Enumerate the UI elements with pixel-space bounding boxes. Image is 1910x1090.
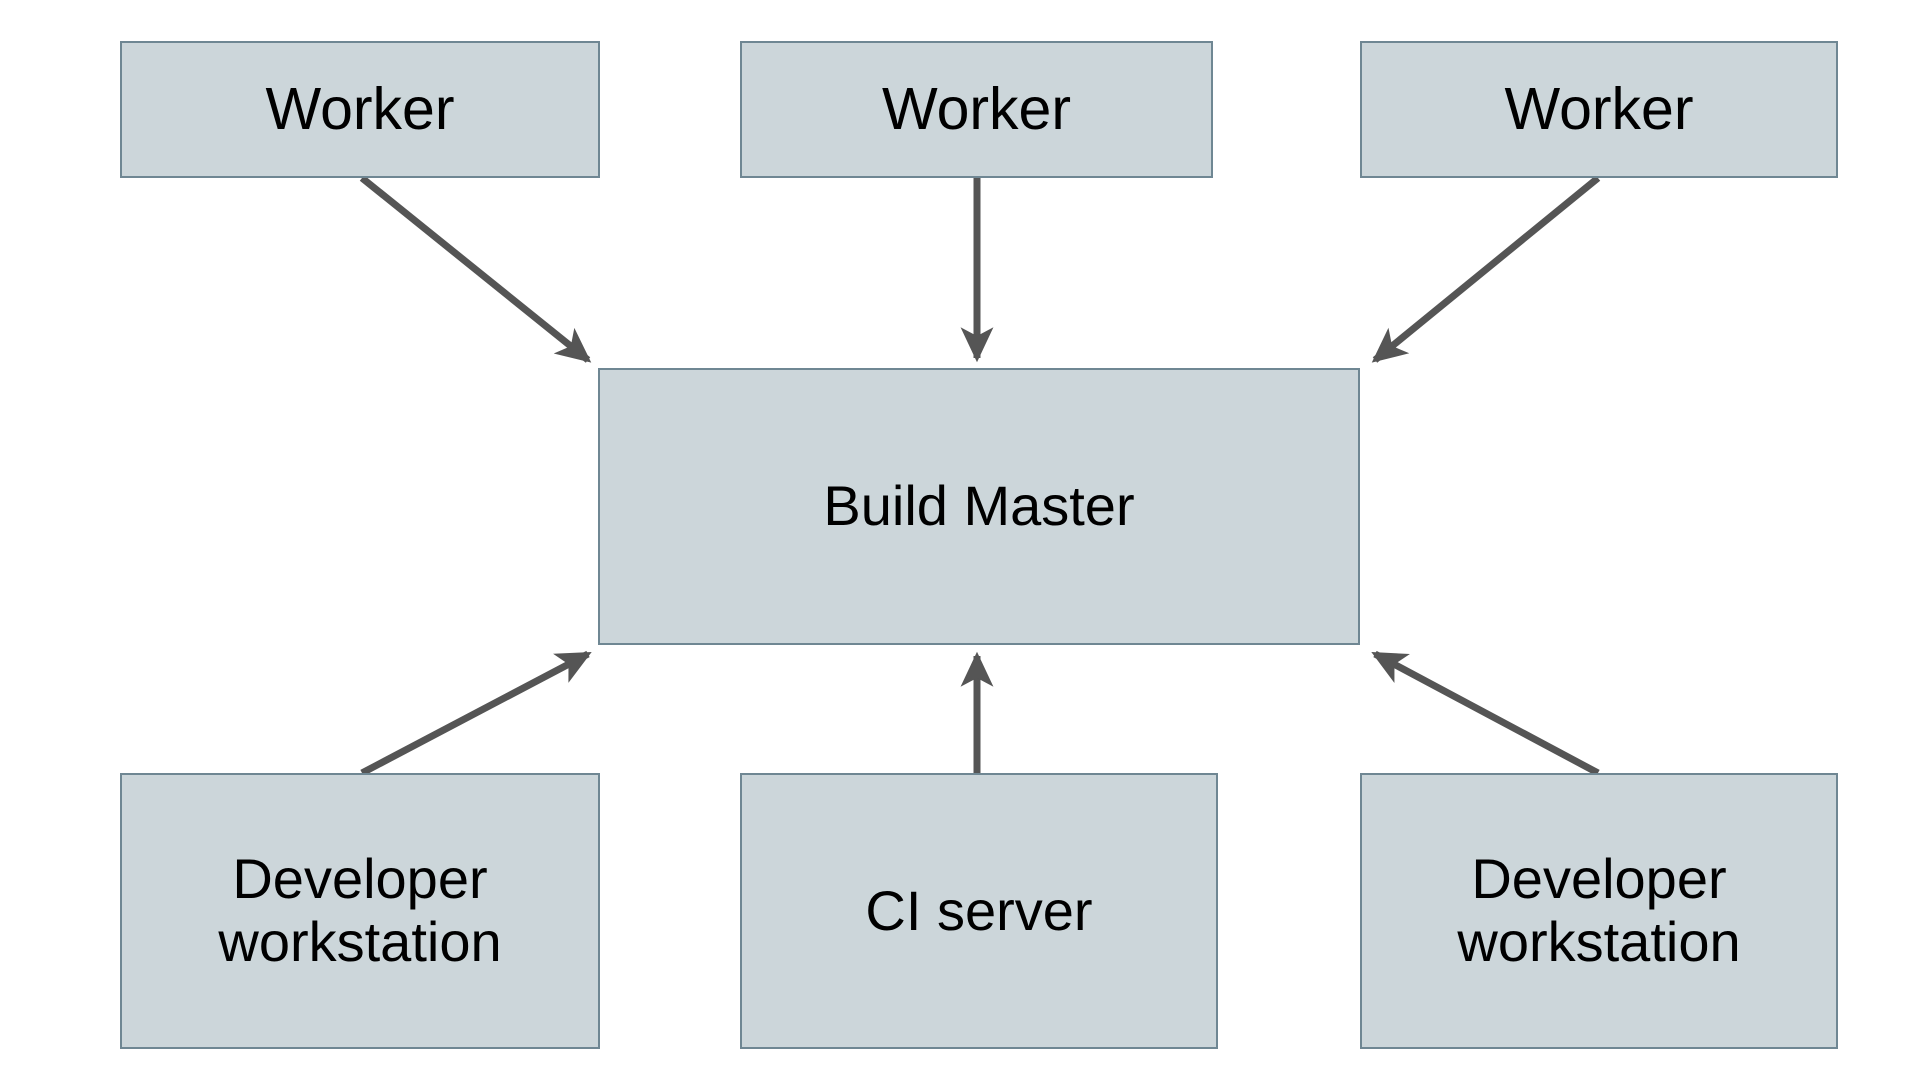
node-developer-workstation-1[interactable]: Developer workstation <box>120 773 600 1049</box>
node-worker-3-label: Worker <box>1504 76 1694 143</box>
node-worker-1-label: Worker <box>265 76 455 143</box>
node-worker-2-label: Worker <box>881 76 1072 143</box>
node-worker-1[interactable]: Worker <box>120 41 600 178</box>
node-worker-3[interactable]: Worker <box>1360 41 1838 178</box>
node-developer-workstation-1-label: Developer workstation <box>218 847 502 973</box>
node-developer-workstation-2-label: Developer workstation <box>1457 847 1741 973</box>
node-worker-2[interactable]: Worker <box>740 41 1213 178</box>
node-ci-server-label: CI server <box>865 878 1093 942</box>
node-build-master[interactable]: Build Master <box>598 368 1360 645</box>
node-ci-server[interactable]: CI server <box>740 773 1218 1049</box>
node-build-master-label: Build Master <box>823 474 1135 538</box>
edge-worker-3-to-build-master <box>1371 175 1601 363</box>
node-developer-workstation-2[interactable]: Developer workstation <box>1360 773 1838 1049</box>
edge-dev-ws-2-to-build-master <box>1371 650 1600 777</box>
edge-dev-ws-1-to-build-master <box>360 650 592 777</box>
edge-worker-1-to-build-master <box>359 175 592 363</box>
